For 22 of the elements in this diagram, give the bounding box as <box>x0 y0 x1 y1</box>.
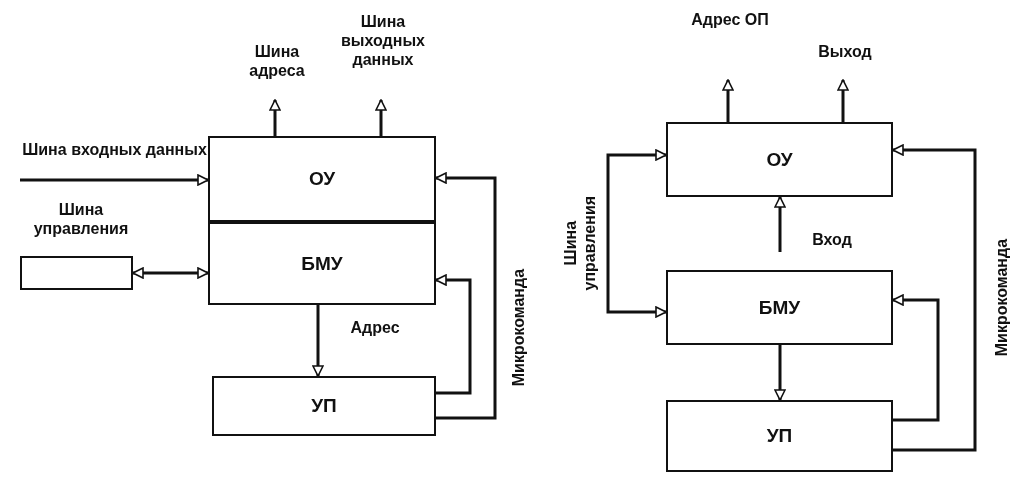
bus-arrow <box>892 294 940 422</box>
bus-arrow <box>20 174 209 186</box>
bus-arrow <box>269 99 281 136</box>
block-box: ОУ <box>666 122 893 197</box>
bus-arrow <box>375 99 387 136</box>
block-box: УП <box>212 376 436 436</box>
bus-arrow <box>435 172 497 420</box>
bus-arrow <box>837 79 849 122</box>
block-box: УП <box>666 400 893 472</box>
bus-arrow <box>774 345 786 401</box>
block-box: БМУ <box>208 222 436 305</box>
block-box: БМУ <box>666 270 893 345</box>
block-box: ОУ <box>208 136 436 222</box>
bus-arrow <box>312 305 324 377</box>
bus-arrow <box>722 79 734 122</box>
edge-label: Шина входных данных <box>20 140 209 160</box>
bus-arrow <box>892 144 977 452</box>
bus-arrow <box>132 267 209 279</box>
bus-arrow <box>435 274 472 395</box>
bus-name: Шина управления <box>32 200 130 239</box>
bus-arrow <box>774 196 786 252</box>
bus-arrow <box>606 149 667 318</box>
